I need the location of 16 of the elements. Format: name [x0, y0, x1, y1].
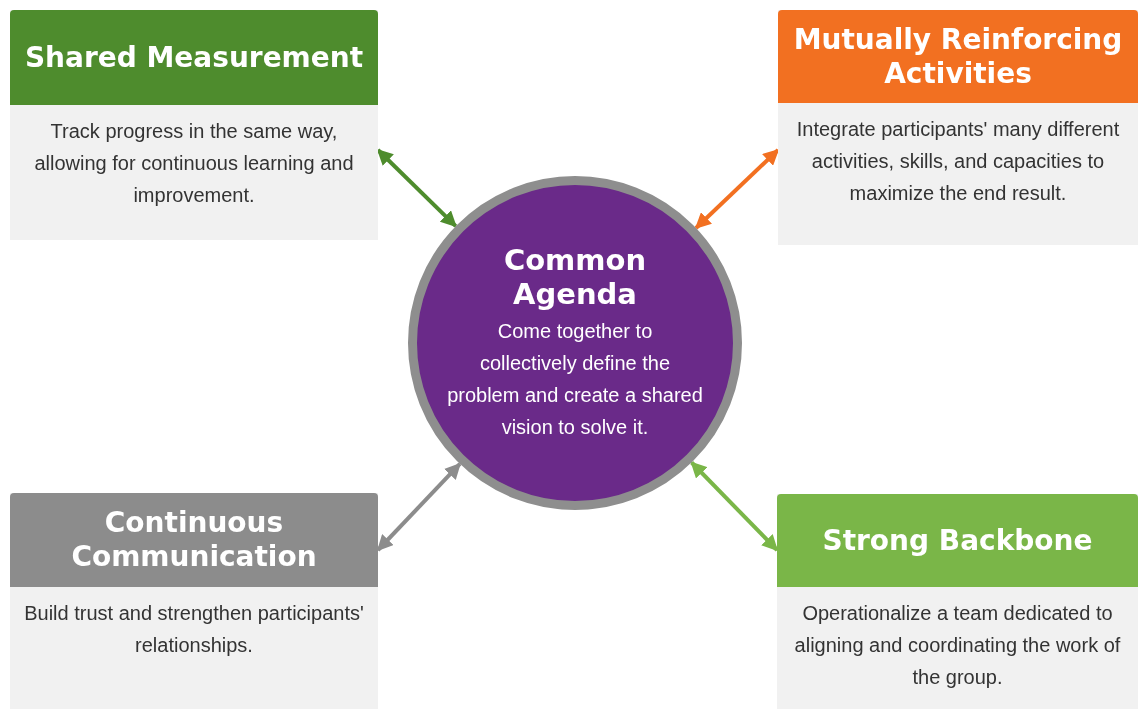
- info-card: [10, 10, 378, 240]
- info-card: [777, 494, 1138, 709]
- card-heading: Shared Measurement: [10, 10, 378, 105]
- circle-description: Come together to collectively define the problem and create a shared vision to solve it.: [447, 319, 703, 440]
- card-heading: Mutually Reinforcing Activities: [778, 10, 1138, 103]
- double-arrow: [690, 461, 779, 552]
- card-heading: Continuous Communication: [10, 493, 378, 587]
- double-arrow: [694, 148, 780, 230]
- info-card: [778, 10, 1138, 245]
- card-description: Integrate participants' many different activities, skills, and capacities to maximize the end result.: [795, 117, 1121, 206]
- card-description: Operationalize a team dedicated to aligning and coordinating the work of the group.: [793, 601, 1122, 690]
- info-card: [10, 493, 378, 709]
- card-heading: Strong Backbone: [777, 494, 1138, 587]
- card-description: Track progress in the same way, allowing for continuous learning and improvement.: [33, 119, 355, 208]
- card-description: Build trust and strengthen participants' relationships.: [24, 601, 364, 658]
- circle-heading: Common Agenda: [502, 243, 648, 311]
